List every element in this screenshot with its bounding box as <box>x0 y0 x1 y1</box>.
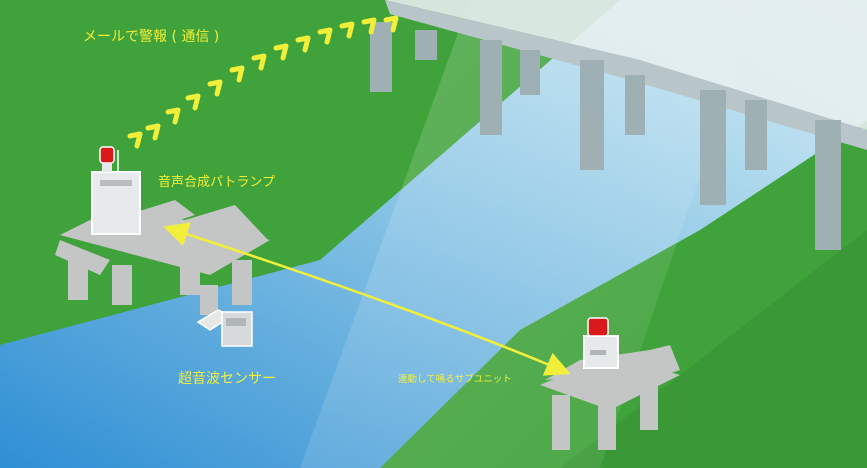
grass-bank-right <box>560 230 867 468</box>
signal-chevron <box>185 93 201 111</box>
signal-chevron <box>145 123 161 141</box>
platform-leg <box>112 265 132 305</box>
lamp-base <box>102 163 112 172</box>
sensor-body <box>221 311 253 347</box>
ultrasonic-sensor-label: 超音波センサー <box>178 371 276 387</box>
lamp-device-panel <box>100 180 132 186</box>
signal-chevron <box>295 35 311 53</box>
platform-beam <box>630 345 680 380</box>
sub-unit-device-icon <box>583 317 619 369</box>
signal-chevron <box>273 43 289 61</box>
bridge-pier <box>625 75 645 135</box>
sensor-panel <box>226 318 246 326</box>
bridge-pier <box>480 40 502 135</box>
lamp-device-icon <box>91 146 141 235</box>
platform-leg <box>200 285 218 315</box>
bridge-pier <box>415 30 437 60</box>
platform-leg <box>552 395 570 450</box>
bridge-deck <box>385 0 867 130</box>
signal-chevron <box>361 17 377 35</box>
bridge-pier <box>700 90 726 205</box>
signal-chevron <box>207 79 223 97</box>
platform-leg <box>68 255 88 300</box>
signal-chevron <box>383 15 399 33</box>
voice-lamp-label: 音声合成パトランプ <box>158 175 276 190</box>
bridge-piers <box>370 22 841 250</box>
platform-leg <box>598 405 616 450</box>
bridge-pier <box>370 22 392 92</box>
signal-chevron <box>317 27 333 45</box>
bridge-pier <box>745 100 767 170</box>
signal-chevron <box>127 131 143 149</box>
bridge-pier <box>815 120 841 250</box>
bidirectional-link-arrow <box>163 222 571 376</box>
platform-leg <box>640 380 658 430</box>
bridge-pier <box>520 50 540 95</box>
bridge-pier <box>580 60 604 170</box>
signal-chevron <box>251 53 267 71</box>
lamp-red-light <box>99 146 115 164</box>
platform-leg <box>232 260 252 305</box>
linked-sub-unit-label: 連動して鳴るサブユニット <box>398 374 512 385</box>
wireless-signal-chevrons <box>127 15 399 149</box>
signal-chevron <box>339 21 355 39</box>
sub-unit-red-light <box>587 317 609 337</box>
mail-alert-label: メールで警報 ( 通信 ) <box>83 29 220 45</box>
signal-chevron <box>165 107 181 125</box>
sub-unit-panel <box>590 350 606 355</box>
platform-right <box>540 345 680 450</box>
signal-chevron <box>229 65 245 83</box>
platform-leg <box>180 250 200 295</box>
